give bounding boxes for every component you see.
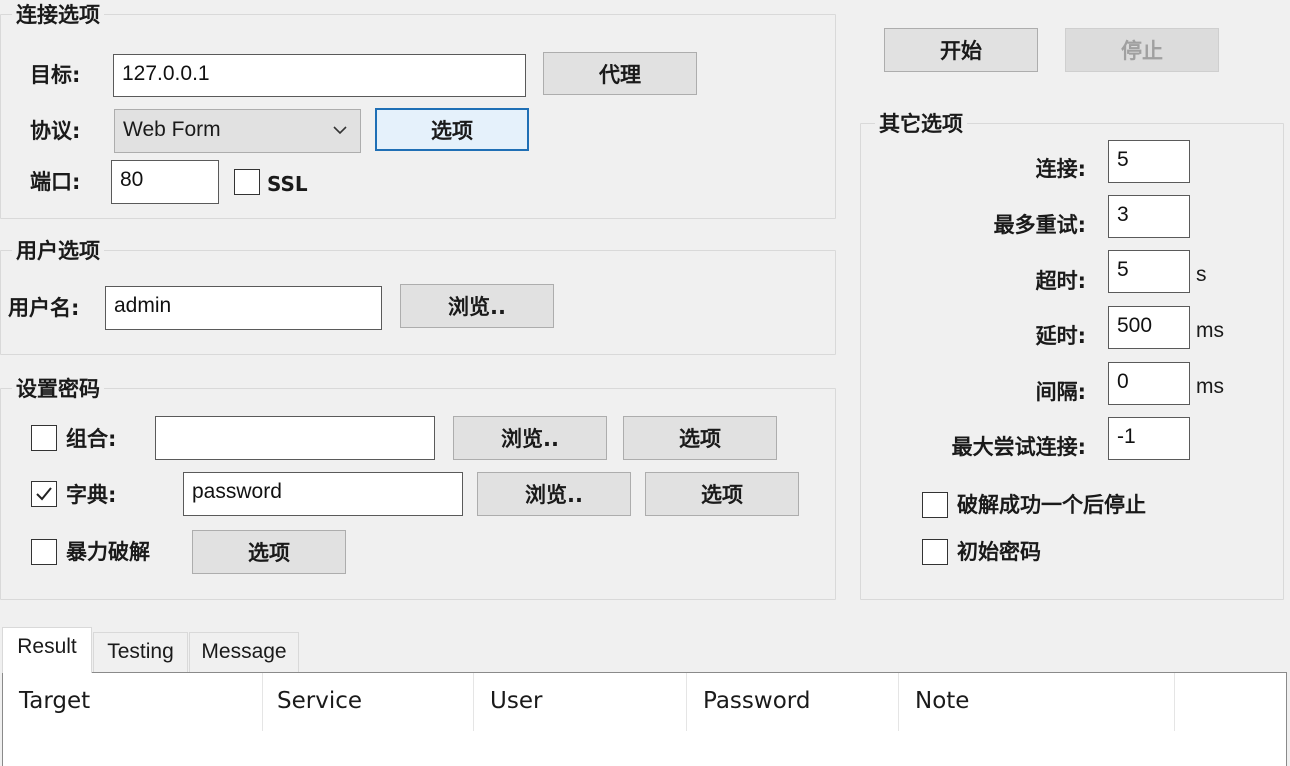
other-options-group — [860, 123, 1284, 600]
protocol-select-value: Web Form — [123, 118, 221, 141]
chevron-down-icon — [332, 110, 348, 164]
tab-testing[interactable]: Testing — [93, 632, 188, 673]
initial-password-label: 初始密码 — [957, 540, 1041, 564]
target-input[interactable]: 127.0.0.1 — [113, 54, 526, 97]
user-options-title: 用户选项 — [12, 238, 104, 264]
timeout-unit: s — [1196, 263, 1207, 286]
combo-input[interactable] — [155, 416, 435, 460]
combo-browse-button[interactable]: 浏览.. — [453, 416, 607, 460]
brute-force-label: 暴力破解 — [66, 540, 150, 564]
stop-on-success-label: 破解成功一个后停止 — [957, 493, 1146, 517]
max-attempts-input[interactable]: -1 — [1108, 417, 1190, 460]
protocol-select[interactable]: Web Form — [114, 109, 361, 153]
protocol-options-button[interactable]: 选项 — [375, 108, 529, 151]
column-header-target[interactable]: Target — [3, 673, 263, 731]
port-label: 端口: — [30, 170, 81, 194]
dict-input[interactable]: password — [183, 472, 463, 516]
tab-result[interactable]: Result — [2, 627, 92, 673]
ssl-checkbox[interactable] — [234, 169, 260, 195]
column-header-password[interactable]: Password — [687, 673, 899, 731]
combo-options-button[interactable]: 选项 — [623, 416, 777, 460]
dict-label: 字典: — [66, 483, 117, 507]
column-header-service[interactable]: Service — [261, 673, 474, 731]
dict-browse-button[interactable]: 浏览.. — [477, 472, 631, 516]
brute-force-checkbox[interactable] — [31, 539, 57, 565]
connections-label: 连接: — [1035, 157, 1086, 181]
target-label: 目标: — [30, 63, 81, 87]
column-header-note[interactable]: Note — [899, 673, 1175, 731]
port-input[interactable]: 80 — [111, 160, 219, 204]
brute-force-options-button[interactable]: 选项 — [192, 530, 346, 574]
interval-unit: ms — [1196, 375, 1224, 398]
ssl-label: SSL — [267, 172, 308, 196]
connections-input[interactable]: 5 — [1108, 140, 1190, 183]
user-options-group — [0, 250, 836, 355]
max-attempts-label: 最大尝试连接: — [951, 435, 1086, 459]
dict-options-button[interactable]: 选项 — [645, 472, 799, 516]
timeout-label: 超时: — [1035, 269, 1086, 293]
username-browse-button[interactable]: 浏览.. — [400, 284, 554, 328]
connection-options-group — [0, 14, 836, 219]
delay-label: 延时: — [1035, 324, 1086, 348]
tab-message[interactable]: Message — [189, 632, 299, 673]
interval-label: 间隔: — [1035, 380, 1086, 404]
timeout-input[interactable]: 5 — [1108, 250, 1190, 293]
initial-password-checkbox[interactable] — [922, 539, 948, 565]
other-options-title: 其它选项 — [875, 111, 967, 137]
combo-label: 组合: — [66, 427, 117, 451]
checkmark-icon — [36, 487, 52, 501]
protocol-label: 协议: — [30, 119, 81, 143]
connection-options-title: 连接选项 — [12, 2, 104, 28]
delay-input[interactable]: 500 — [1108, 306, 1190, 349]
max-retries-input[interactable]: 3 — [1108, 195, 1190, 238]
max-retries-label: 最多重试: — [993, 213, 1086, 237]
password-settings-title: 设置密码 — [12, 376, 104, 402]
column-header-user[interactable]: User — [474, 673, 687, 731]
combo-checkbox[interactable] — [31, 425, 57, 451]
interval-input[interactable]: 0 — [1108, 362, 1190, 405]
results-table[interactable]: Target Service User Password Note — [2, 672, 1287, 766]
delay-unit: ms — [1196, 319, 1224, 342]
proxy-button[interactable]: 代理 — [543, 52, 697, 95]
username-label: 用户名: — [8, 296, 80, 320]
stop-button[interactable]: 停止 — [1065, 28, 1219, 72]
dict-checkbox[interactable] — [31, 481, 57, 507]
password-settings-group — [0, 388, 836, 600]
start-button[interactable]: 开始 — [884, 28, 1038, 72]
username-input[interactable]: admin — [105, 286, 382, 330]
stop-on-success-checkbox[interactable] — [922, 492, 948, 518]
